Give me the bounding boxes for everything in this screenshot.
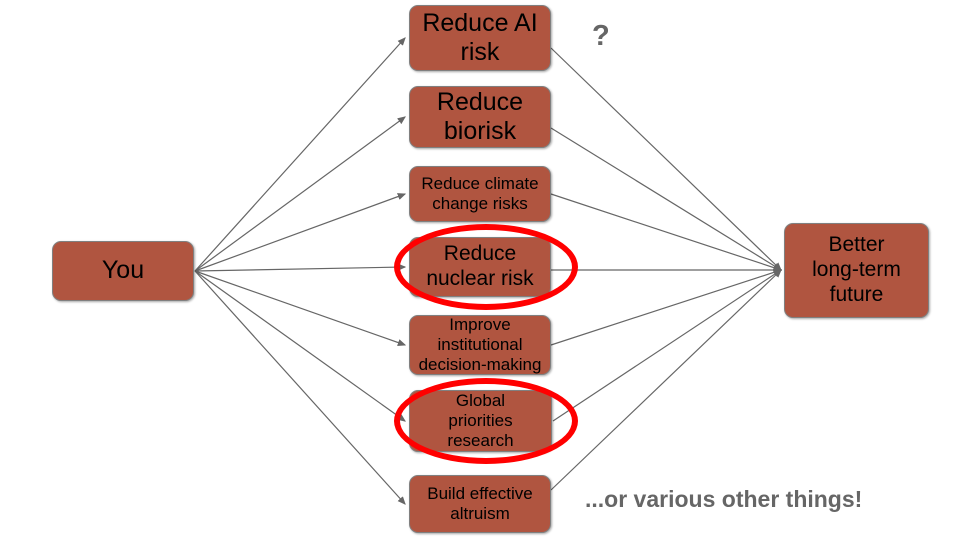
node-reduce-biorisk-label: Reduce biorisk [436, 87, 524, 146]
edge-you-to-reduce-nuclear-risk [194, 263, 407, 272]
edge-reduce-ai-risk-to-future [550, 47, 782, 271]
node-improve-institutions-label: Improve institutional decision-making [418, 314, 542, 375]
edge-reduce-biorisk-to-future [550, 127, 783, 271]
node-reduce-ai-risk[interactable]: Reduce AI risk [409, 5, 551, 71]
edges-to-future [550, 47, 783, 491]
node-you-label: You [101, 256, 145, 285]
question-mark-annotation: ? [592, 20, 610, 52]
edges-from-you [194, 37, 407, 505]
node-reduce-ai-risk-label: Reduce AI risk [422, 8, 538, 67]
edge-global-priorities-to-future [552, 269, 783, 422]
edge-reduce-climate-risk-to-future [550, 193, 783, 272]
node-reduce-climate-risk-label: Reduce climate change risks [421, 173, 539, 213]
node-you[interactable]: You [52, 241, 194, 301]
node-improve-institutions[interactable]: Improve institutional decision-making [409, 315, 551, 375]
edge-you-to-reduce-climate-risk [194, 193, 407, 272]
node-build-ea[interactable]: Build effective altruism [409, 475, 551, 533]
highlight-nuclear-risk [394, 224, 578, 310]
node-better-long-term-future[interactable]: Better long-term future [784, 223, 929, 318]
node-better-long-term-future-label: Better long-term future [812, 233, 901, 306]
edge-you-to-reduce-biorisk [194, 116, 406, 272]
edge-you-to-global-priorities [194, 270, 406, 422]
edge-improve-institutions-to-future [550, 268, 783, 346]
node-reduce-climate-risk[interactable]: Reduce climate change risks [409, 166, 551, 222]
edge-you-to-build-ea [194, 270, 406, 505]
node-build-ea-label: Build effective altruism [427, 483, 533, 523]
edge-you-to-improve-institutions [194, 270, 407, 347]
edge-build-ea-to-future [550, 269, 782, 491]
edge-you-to-reduce-ai-risk [194, 37, 406, 272]
node-reduce-biorisk[interactable]: Reduce biorisk [409, 86, 551, 148]
highlight-global-priorities [394, 378, 578, 464]
various-other-things-annotation: ...or various other things! [585, 486, 863, 512]
